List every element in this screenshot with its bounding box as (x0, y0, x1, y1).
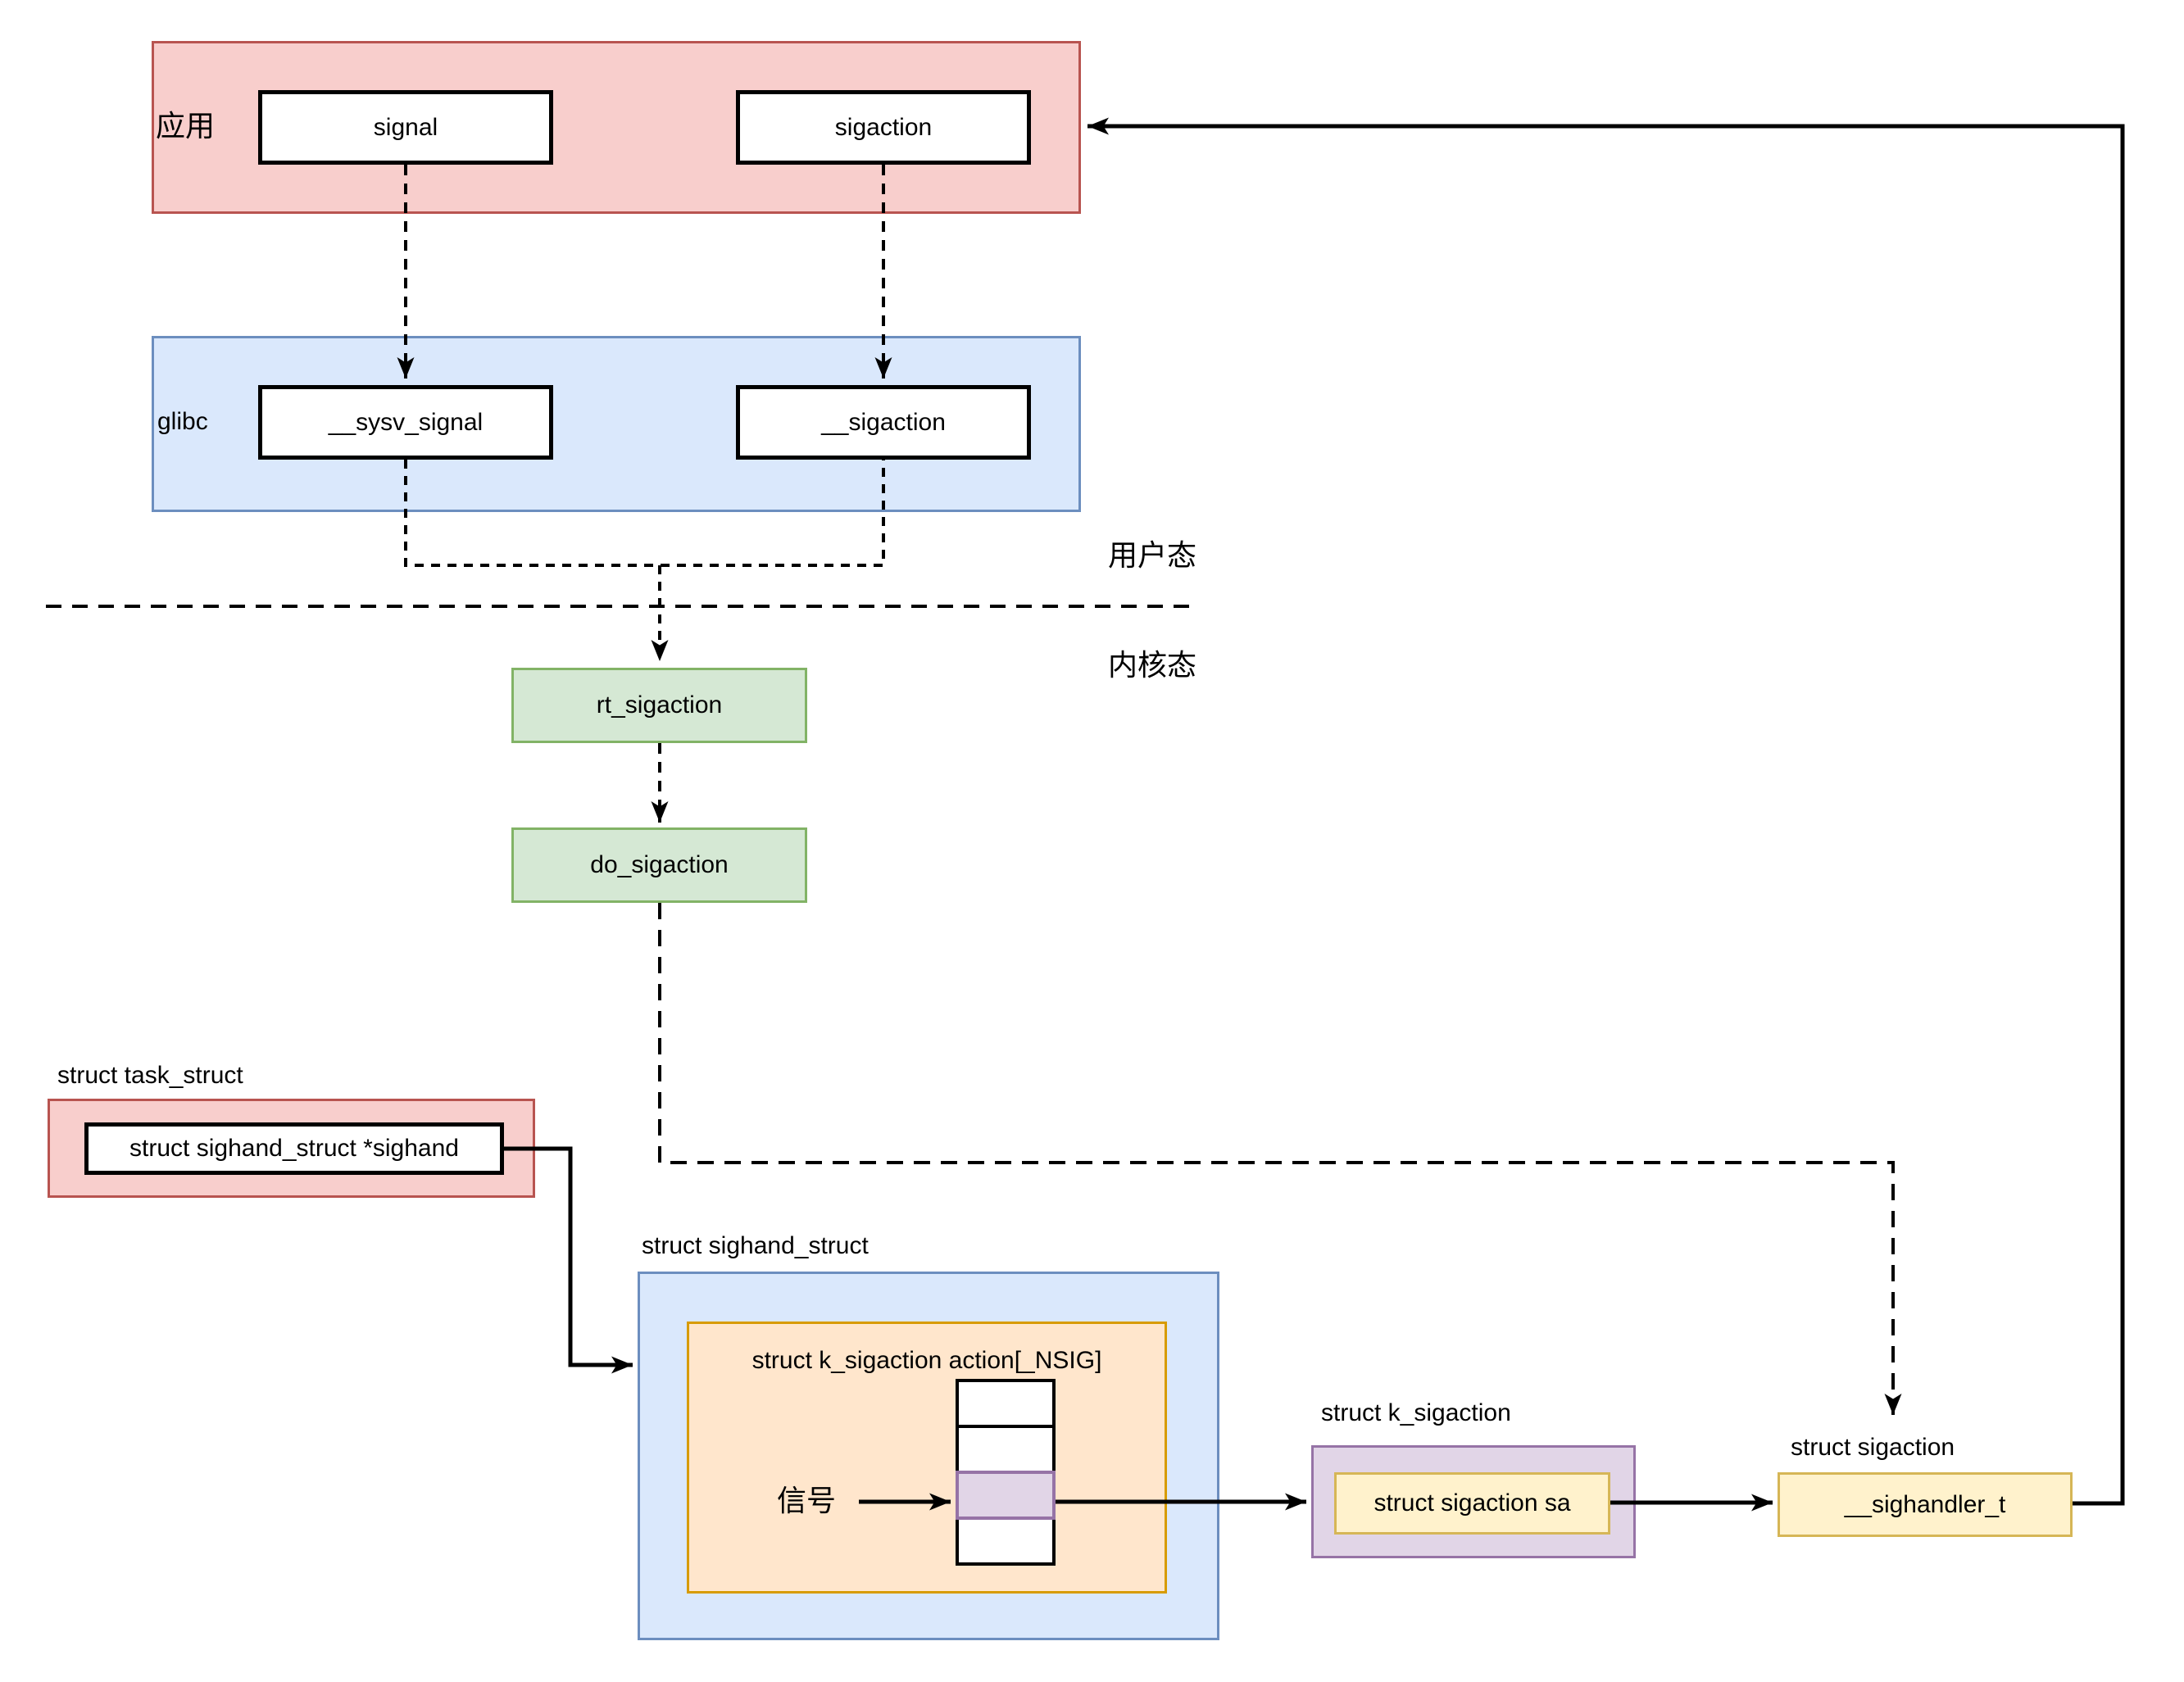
node-signal: signal (258, 90, 553, 165)
node-do-sigaction: do_sigaction (511, 827, 807, 903)
glibc-layer-label: glibc (157, 408, 208, 435)
kernel-mode-label: 内核态 (1108, 649, 1197, 682)
action-array (956, 1379, 1056, 1566)
sigaction-struct-title: struct sigaction (1791, 1434, 1955, 1461)
action-array-cell-selected (956, 1471, 1056, 1520)
k-sigaction-title: struct k_sigaction (1321, 1399, 1511, 1426)
sighand-struct-title: struct sighand_struct (642, 1232, 869, 1259)
action-array-cell (956, 1517, 1056, 1566)
edge-handler-return-to-app (1087, 117, 2125, 1506)
task-struct-title: struct task_struct (57, 1062, 243, 1089)
field-sighandler-t: __sighandler_t (1778, 1472, 2073, 1537)
node-sigaction: sigaction (736, 90, 1031, 165)
k-sigaction-array-title: struct k_sigaction action[_NSIG] (751, 1347, 1102, 1374)
action-array-cell (956, 1425, 1056, 1474)
field-sigaction-sa: struct sigaction sa (1334, 1472, 1610, 1535)
action-array-cell (956, 1379, 1056, 1428)
node-sysv-signal: __sysv_signal (258, 385, 553, 460)
user-mode-label: 用户态 (1108, 539, 1197, 573)
signal-index-label: 信号 (777, 1485, 837, 1518)
field-sighand-pointer: struct sighand_struct *sighand (84, 1122, 504, 1175)
node-glibc-sigaction: __sigaction (736, 385, 1031, 460)
node-rt-sigaction: rt_sigaction (511, 668, 807, 743)
app-layer-label: 应用 (156, 110, 216, 143)
